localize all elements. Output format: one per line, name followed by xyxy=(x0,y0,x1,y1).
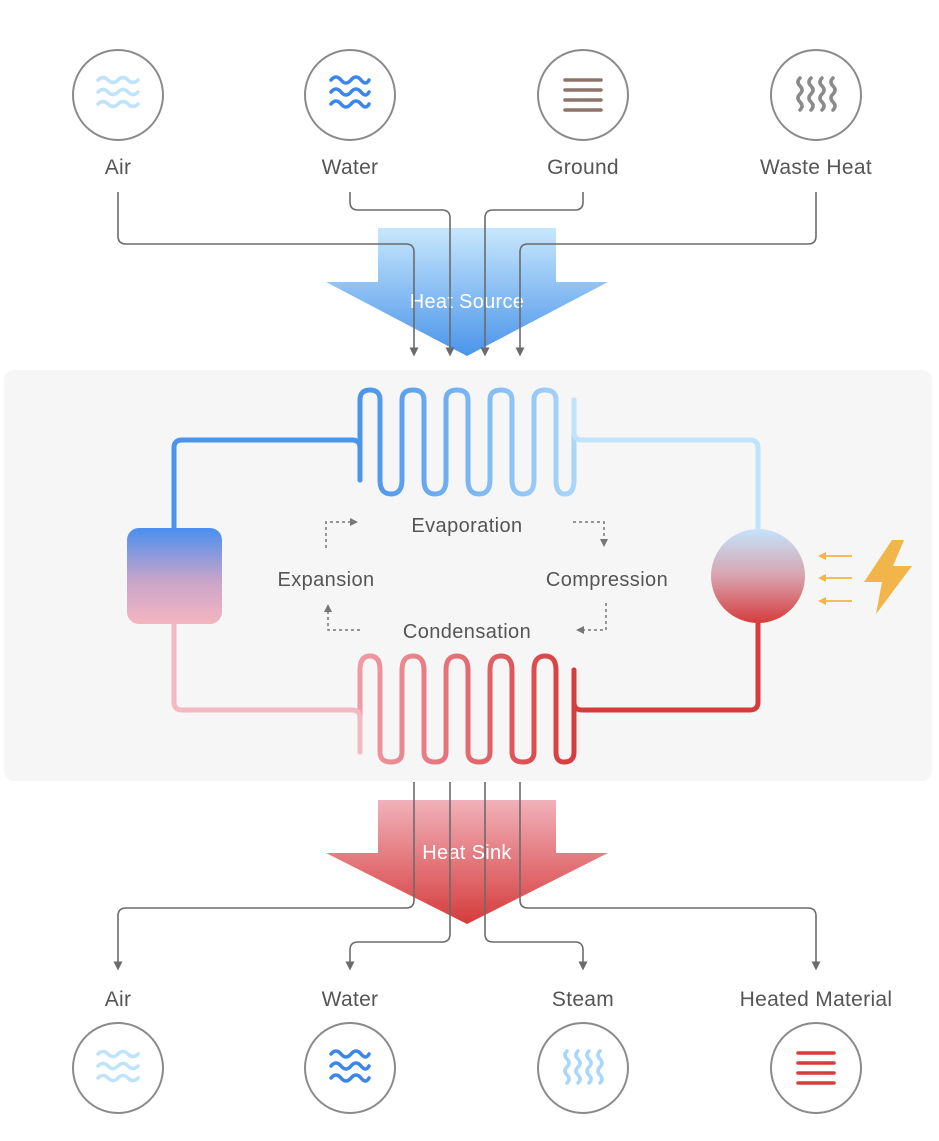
sink-water-label: Water xyxy=(322,988,379,1011)
water-waves-icon xyxy=(329,75,371,109)
source-water: Water xyxy=(304,49,396,179)
evaporation-label: Evaporation xyxy=(411,515,522,537)
energy-input-arrows xyxy=(818,552,852,605)
source-waste-heat: Waste Heat xyxy=(760,49,872,179)
sink-steam-label: Steam xyxy=(552,988,614,1011)
source-ground: Ground xyxy=(537,49,629,179)
heat-source-arrow: Heat Source xyxy=(326,228,608,356)
sink-water: Water xyxy=(304,988,396,1114)
ground-layers-icon xyxy=(563,78,603,112)
sink-air: Air xyxy=(72,988,164,1114)
steam-icon xyxy=(563,1049,604,1085)
air-waves-icon xyxy=(96,75,140,109)
expansion-label: Expansion xyxy=(278,569,375,591)
source-waste-heat-label: Waste Heat xyxy=(760,156,872,179)
refrigerant-pipes xyxy=(171,387,761,765)
heat-pump-cycle-panel xyxy=(4,370,932,781)
compression-label: Compression xyxy=(546,569,668,591)
condensation-label: Condensation xyxy=(403,621,531,643)
sink-heated-material: Heated Material xyxy=(740,988,893,1114)
source-air: Air xyxy=(72,49,164,179)
sink-connectors xyxy=(113,782,821,971)
heat-sink-label: Heat Sink xyxy=(422,842,512,864)
water-waves-icon xyxy=(329,1049,371,1083)
heat-source-label: Heat Source xyxy=(410,291,524,313)
source-connectors xyxy=(117,192,817,357)
cycle-direction-arrows xyxy=(324,518,608,634)
waste-heat-icon xyxy=(796,76,837,112)
expansion-valve-icon xyxy=(127,528,222,624)
heated-material-icon xyxy=(796,1051,836,1085)
condenser-coil xyxy=(357,653,577,765)
source-ground-label: Ground xyxy=(547,156,619,179)
lightning-bolt-icon xyxy=(864,540,912,614)
air-waves-icon xyxy=(96,1049,140,1083)
compressor-icon xyxy=(711,529,805,623)
sink-steam: Steam xyxy=(537,988,629,1114)
sink-air-label: Air xyxy=(105,988,132,1011)
source-air-label: Air xyxy=(105,156,132,179)
heat-sink-arrow: Heat Sink xyxy=(326,800,608,924)
source-water-label: Water xyxy=(322,156,379,179)
sink-heated-material-label: Heated Material xyxy=(740,988,893,1011)
evaporator-coil xyxy=(357,387,577,497)
